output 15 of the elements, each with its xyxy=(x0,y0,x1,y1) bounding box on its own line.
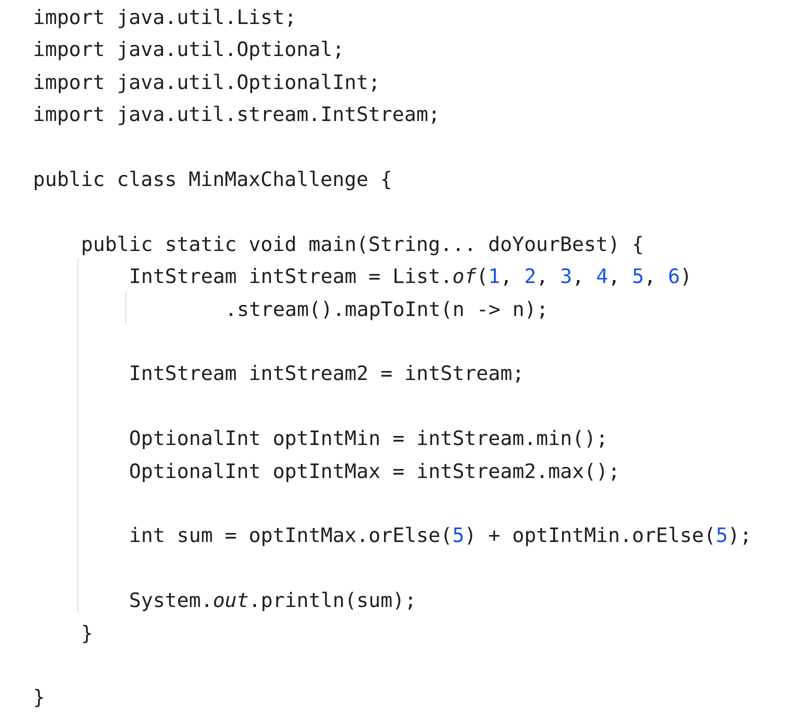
code-line: public static void main(String... doYourBest) { xyxy=(81,232,644,257)
code-line: public class MinMaxChallenge { xyxy=(33,168,392,192)
code-line: } xyxy=(33,686,45,710)
code-line: import java.util.Optional; xyxy=(33,38,344,62)
code-line: System.out.println(sum); xyxy=(129,589,416,614)
code-line: OptionalInt optIntMax = intStream2.max(); xyxy=(129,460,620,484)
code-line: .stream().mapToInt(n -> n); xyxy=(225,298,548,322)
code-line: import java.util.List; xyxy=(33,6,296,30)
code-line: int sum = optIntMax.orElse(5) + optIntMin.orElse(5); xyxy=(129,524,752,548)
code-line: import java.util.stream.IntStream; xyxy=(33,103,440,128)
code-line: import java.util.OptionalInt; xyxy=(33,70,380,95)
code-line: OptionalInt optIntMin = intStream.min(); xyxy=(129,427,608,452)
code-line: IntStream intStream2 = intStream; xyxy=(129,362,524,386)
code-line: IntStream intStream = List.of(1, 2, 3, 4, 5, 6) xyxy=(129,265,692,290)
code-line: } xyxy=(81,622,93,646)
